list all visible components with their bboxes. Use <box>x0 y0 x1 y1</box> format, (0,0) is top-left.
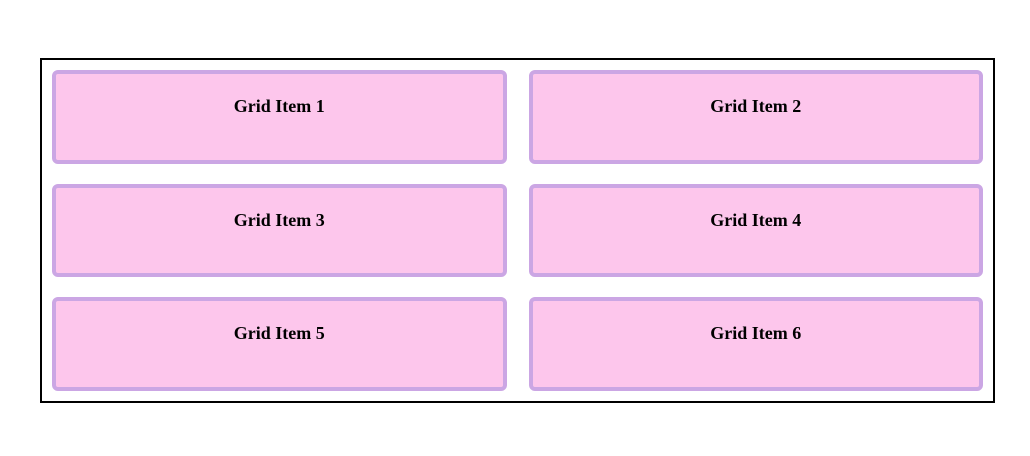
grid-item-label: Grid Item 3 <box>233 209 325 230</box>
grid-container: Grid Item 1 Grid Item 2 Grid Item 3 Grid… <box>40 58 995 403</box>
grid-item-label: Grid Item 2 <box>710 96 802 116</box>
grid-item-label: Grid Item 5 <box>233 323 325 344</box>
grid-item-2: Grid Item 2 <box>528 70 983 164</box>
grid-item-label: Grid Item 4 <box>710 209 802 230</box>
grid-item-label: Grid Item 6 <box>710 323 802 344</box>
grid-item-label: Grid Item 1 <box>233 96 325 116</box>
grid-item-3: Grid Item 3 <box>52 183 507 278</box>
grid-item-5: Grid Item 5 <box>52 297 507 391</box>
grid-item-6: Grid Item 6 <box>528 297 983 391</box>
grid-item-4: Grid Item 4 <box>528 183 983 278</box>
grid-item-1: Grid Item 1 <box>52 70 507 164</box>
